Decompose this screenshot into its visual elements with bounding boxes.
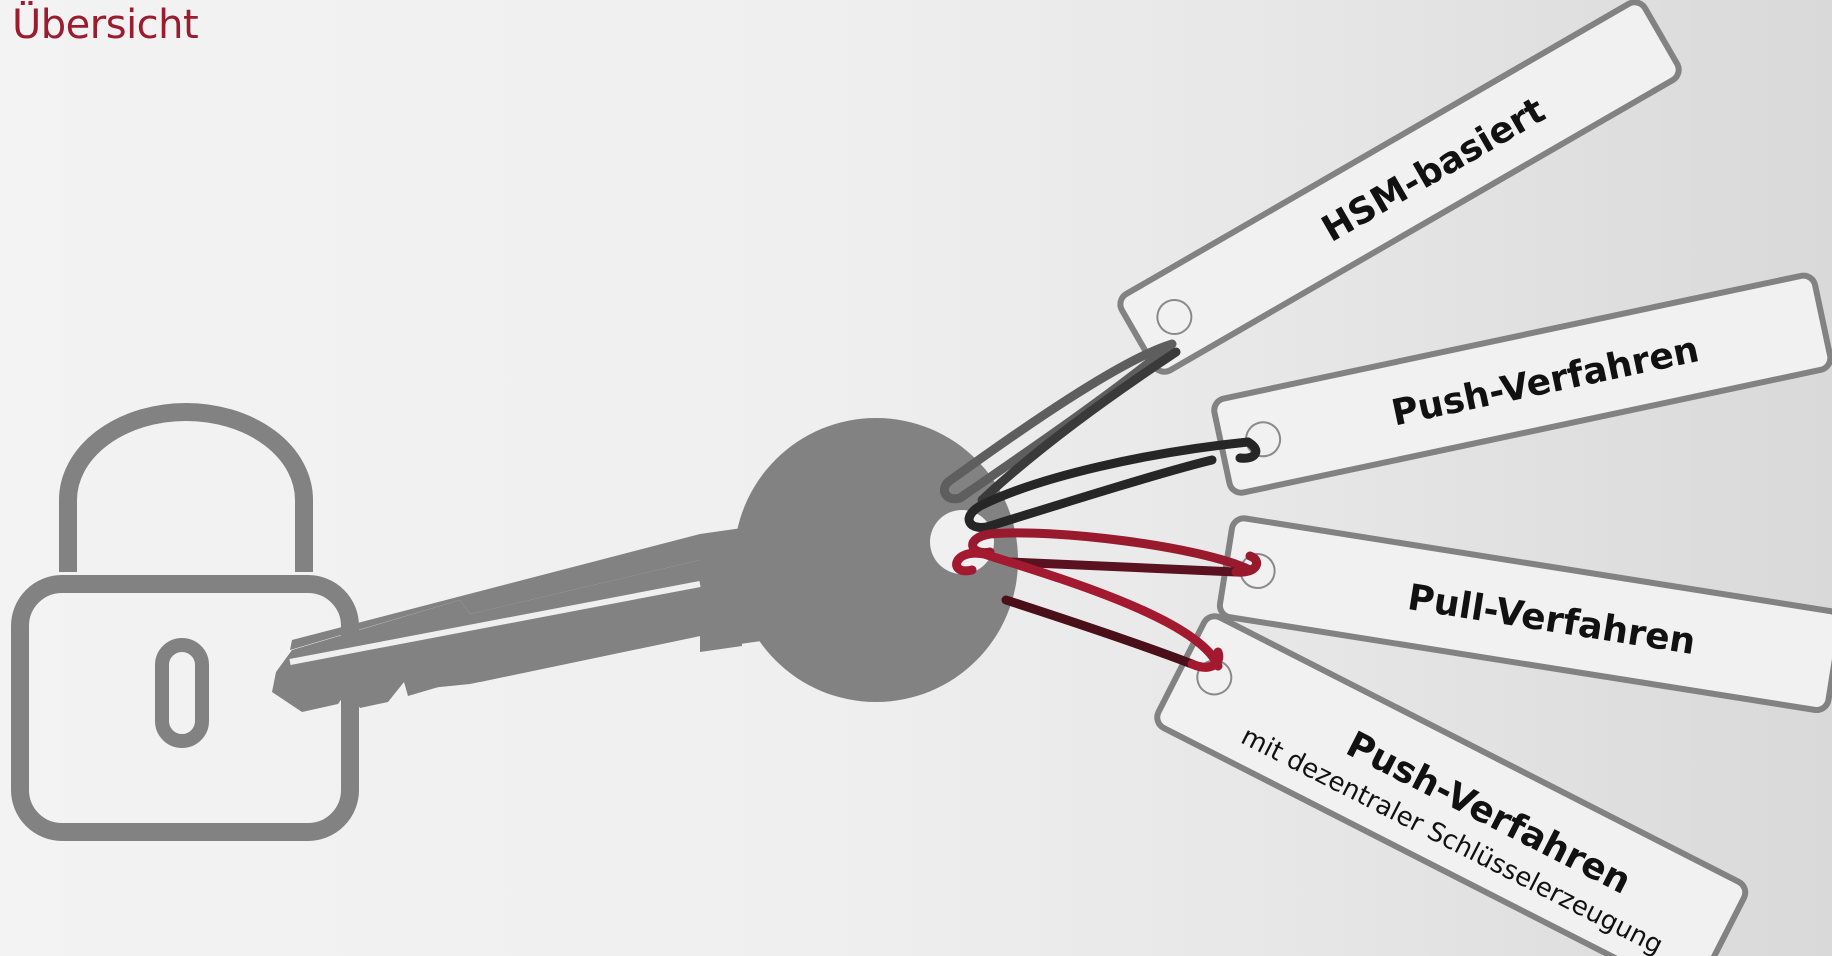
key-icon xyxy=(272,418,1018,712)
tag-push: Push-Verfahren xyxy=(1212,273,1832,495)
padlock-icon xyxy=(20,412,350,832)
